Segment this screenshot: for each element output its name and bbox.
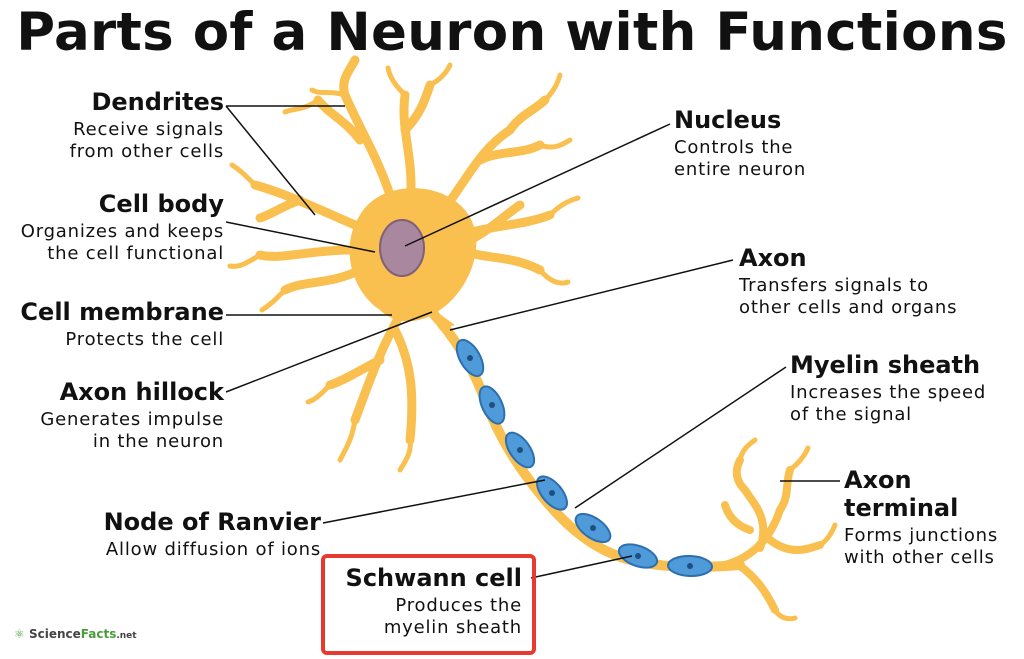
label-name: Myelin sheath — [790, 351, 981, 379]
label-name: Cell body — [98, 190, 224, 218]
label-axon-terminal: Axon terminal Forms junctions with other… — [844, 466, 998, 569]
label-desc: Produces the — [395, 595, 522, 616]
logo-text: .net — [116, 631, 137, 641]
label-axon: Axon Transfers signals to other cells an… — [739, 244, 957, 319]
label-desc: Transfers signals to — [739, 275, 929, 296]
label-name: Dendrites — [91, 88, 224, 116]
nucleus — [379, 219, 425, 277]
label-name: Node of Ranvier — [103, 508, 321, 536]
leader-dendrites-2 — [225, 105, 316, 216]
label-name: Axon — [844, 466, 912, 494]
page-title: Parts of a Neuron with Functions — [16, 2, 1008, 63]
logo-text: Facts — [80, 627, 117, 641]
label-desc: Increases the speed — [790, 382, 987, 403]
label-node-of-ranvier: Node of Ranvier Allow diffusion of ions — [104, 508, 321, 561]
label-desc: with other cells — [844, 547, 995, 568]
label-cell-body: Cell body Organizes and keeps the cell f… — [21, 190, 224, 265]
leader-nucleus — [404, 123, 671, 247]
label-desc: from other cells — [69, 141, 224, 162]
label-desc: Controls the — [674, 137, 794, 158]
leader-myelin — [574, 366, 787, 509]
label-myelin-sheath: Myelin sheath Increases the speed of the… — [790, 351, 986, 426]
label-desc: myelin sheath — [383, 617, 522, 638]
sciencefacts-logo: ⚛ ScienceFacts.net — [14, 627, 137, 641]
label-name: Nucleus — [674, 106, 782, 134]
highlight-box — [321, 554, 536, 655]
atom-icon: ⚛ — [14, 627, 25, 641]
axon-terminal — [716, 456, 824, 614]
leader-cell-body — [225, 221, 376, 253]
label-desc: Allow diffusion of ions — [105, 539, 321, 560]
label-desc: the cell functional — [47, 243, 224, 264]
label-cell-membrane: Cell membrane Protects the cell — [20, 298, 224, 351]
label-name: Axon hillock — [59, 378, 224, 406]
leader-axon — [449, 259, 734, 331]
label-name: terminal — [844, 494, 959, 522]
label-schwann-cell: Schwann cell Produces the myelin sheath — [346, 564, 522, 639]
label-desc: Forms junctions — [844, 525, 999, 546]
label-desc: Protects the cell — [65, 329, 224, 350]
label-desc: Organizes and keeps — [20, 221, 224, 242]
label-name: Axon — [739, 244, 807, 272]
label-name: Cell membrane — [20, 298, 224, 326]
label-desc: Receive signals — [73, 119, 224, 140]
label-desc: of the signal — [790, 404, 912, 425]
label-nucleus: Nucleus Controls the entire neuron — [674, 106, 806, 181]
label-name: Schwann cell — [345, 564, 522, 592]
leader-schwann — [530, 555, 633, 579]
label-dendrites: Dendrites Receive signals from other cel… — [70, 88, 224, 163]
logo-text: Science — [28, 627, 81, 641]
label-desc: in the neuron — [92, 431, 224, 452]
label-desc: entire neuron — [674, 159, 807, 180]
leader-axon-hillock — [225, 311, 433, 393]
label-desc: other cells and organs — [739, 297, 958, 318]
leader-node-ranvier — [322, 479, 546, 524]
label-axon-hillock: Axon hillock Generates impulse in the ne… — [40, 378, 224, 453]
label-desc: Generates impulse — [40, 409, 224, 430]
